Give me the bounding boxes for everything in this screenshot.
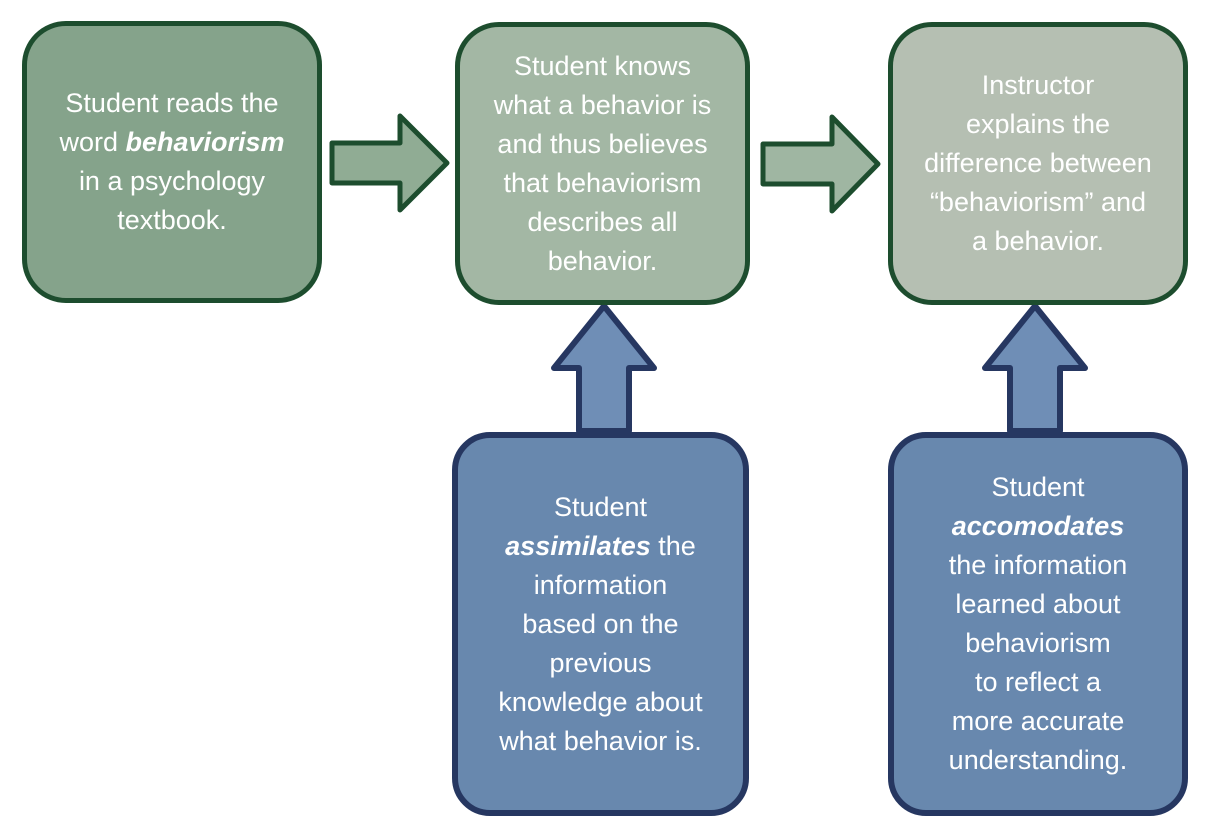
arrow-right-1-icon [329, 113, 450, 213]
arrow-right-2-icon [760, 114, 881, 214]
arrow-up-2-icon [982, 303, 1088, 434]
arrow-up-1-icon [551, 303, 657, 434]
